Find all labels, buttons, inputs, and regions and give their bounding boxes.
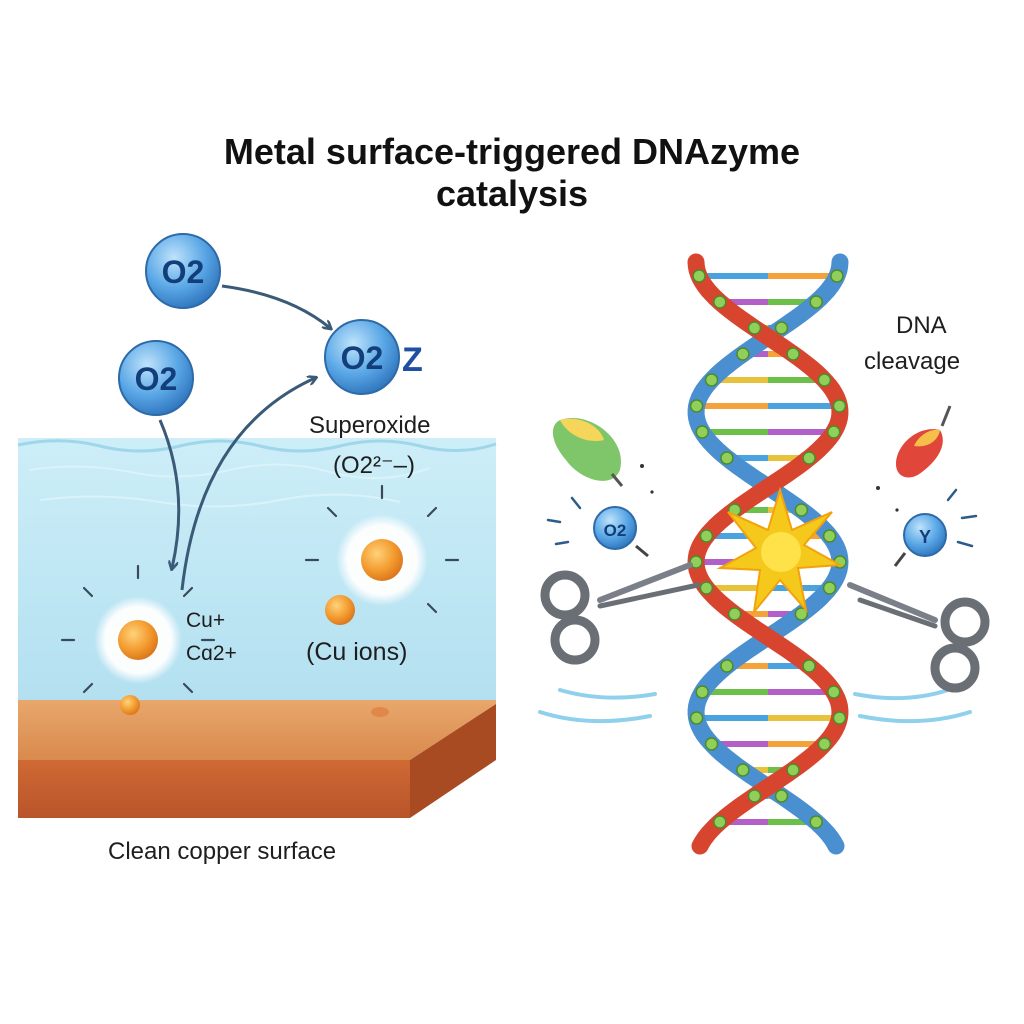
helix-node [689,711,704,725]
arrow-icon [158,419,181,568]
cu-plus-label: Cu+ [186,609,226,632]
free-ion-dot [325,595,355,625]
helix-node [794,503,809,517]
helix-node [704,373,719,387]
helix-node [736,763,750,777]
enzyme-bulb-icon [552,418,624,487]
o2-small-molecule: Y [893,488,978,567]
dna-nodes [689,269,847,829]
helix-node [809,815,823,829]
helix-node [802,659,816,673]
svg-text:Y: Y [919,527,931,547]
helix-node [786,763,800,777]
scissors-icon [540,562,701,665]
cu-2plus-label: Cɑ2+ [186,642,237,665]
helix-node [727,607,742,621]
helix-node [774,789,789,803]
helix-node [689,399,704,413]
superoxide-formula-label: (O2²⁻–) [333,452,416,479]
ion-glow-icon [60,564,216,694]
helix-node [832,399,847,413]
o2-small-molecule: O2 [546,496,649,558]
arrow-icon [221,284,330,328]
helix-node [747,789,762,803]
helix-node [699,581,714,595]
helix-node [802,451,816,465]
ion-glow-icon [304,484,460,614]
particle-dots [640,464,899,512]
helix-node [827,425,841,439]
helix-node [827,685,841,699]
helix-node [699,529,714,543]
helix-node [832,711,847,725]
helix-node [794,607,809,621]
helix-node [695,685,709,699]
svg-text:Z: Z [402,341,423,379]
helix-node [774,321,789,335]
page-title-line2: catalysis [435,173,589,214]
surface-ion-dot [120,695,140,715]
svg-text:O2: O2 [341,340,384,376]
helix-node [704,737,719,751]
helix-node [822,581,837,595]
scissors-icon [847,582,990,693]
page-title: Metal surface-triggered DNAzyme [223,131,801,172]
helix-node [713,815,727,829]
arrow-icon [180,378,315,591]
svg-text:O2: O2 [135,361,178,397]
dna-cleavage-label-line2: cleavage [864,348,961,375]
svg-text:O2: O2 [162,254,205,290]
enzyme-bulb-icon [895,405,952,478]
helix-node [692,269,706,283]
helix-node [817,737,832,751]
helix-node [695,425,709,439]
helix-node [817,373,832,387]
motion-lines [538,688,972,724]
superoxide-label: Superoxide [309,412,431,439]
helix-node [736,347,750,361]
spark-icon [716,486,844,616]
helix-node [747,321,762,335]
helix-node [822,529,837,543]
superoxide-molecule: O2 Z [324,319,423,395]
o2-molecule: O2 [145,233,221,309]
svg-text:O2: O2 [604,521,627,540]
helix-node [830,269,844,283]
helix-node [713,295,727,309]
cu-ions-label: (Cu ions) [306,638,408,666]
helix-node [786,347,800,361]
copper-surface-label: Clean copper surface [108,838,337,865]
helix-node [720,451,734,465]
helix-node [720,659,734,673]
helix-node [809,295,823,309]
copper-surface [18,700,496,818]
o2-molecule: O2 [118,340,194,416]
dna-cleavage-label-line1: DNA [896,312,947,339]
